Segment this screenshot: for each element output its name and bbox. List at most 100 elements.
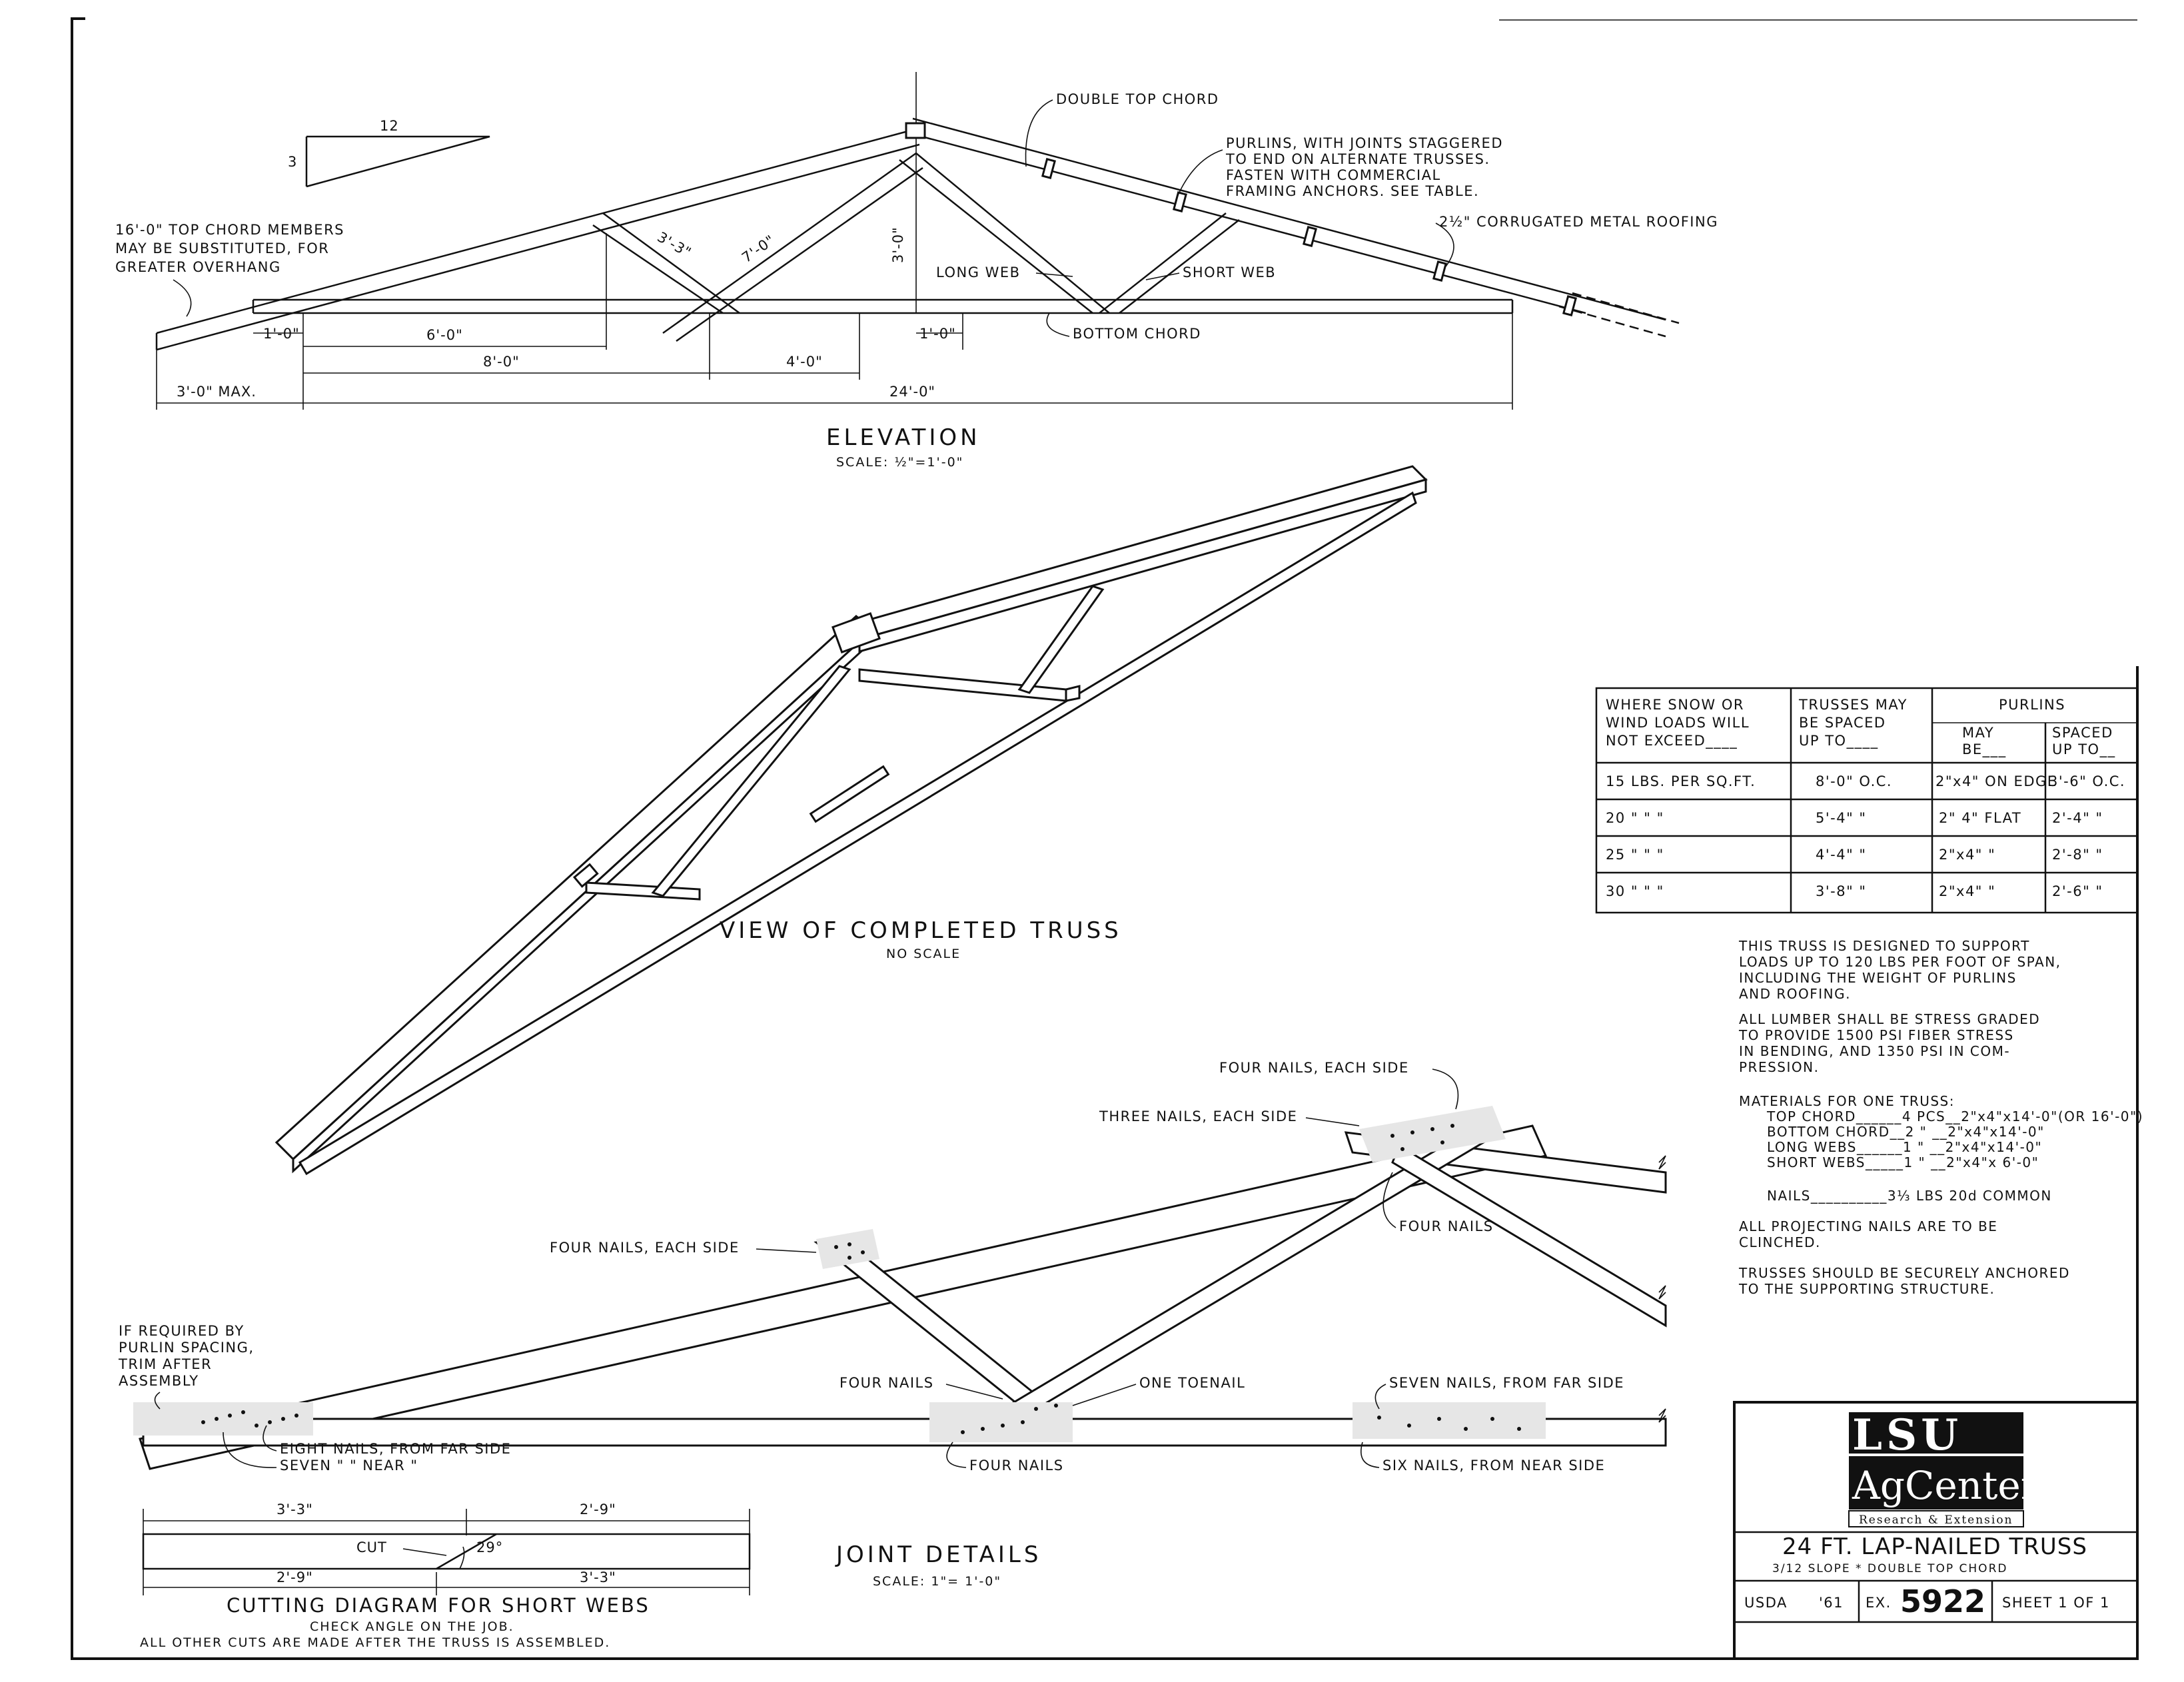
label-if-required-3: TRIM AFTER (118, 1356, 212, 1372)
long-web-left (662, 152, 923, 342)
note-design-3: INCLUDING THE WEIGHT OF PURLINS (1739, 970, 2017, 986)
label-seven-nails-far: SEVEN NAILS, FROM FAR SIDE (1389, 1375, 1624, 1391)
table-header-load-1: WHERE SNOW OR (1606, 697, 1744, 713)
label-double-top-chord: DOUBLE TOP CHORD (1056, 91, 1219, 107)
note-lumber-2: TO PROVIDE 1500 PSI FIBER STRESS (1738, 1027, 2014, 1043)
table-cell-purlin: 2"x4" ON EDGE (1935, 773, 2057, 789)
completed-truss-title: VIEW OF COMPLETED TRUSS (720, 917, 1122, 944)
nail-pattern-left (201, 1410, 298, 1428)
joint-details-scale: SCALE: 1"= 1'-0" (873, 1574, 1001, 1589)
completed-truss-scale: NO SCALE (886, 947, 961, 961)
table-cell-purlin-spacing: 2'-6" " (2052, 883, 2103, 899)
dim-6ft: 6'-0" (426, 327, 463, 343)
table-cell-load: 25 " " " (1606, 847, 1664, 863)
label-if-required-4: ASSEMBLY (119, 1373, 199, 1389)
table-header-may-2: BE___ (1962, 741, 2007, 758)
label-bottom-chord: BOTTOM CHORD (1073, 326, 1201, 342)
label-if-required-1: IF REQUIRED BY (119, 1323, 245, 1339)
cut-angle: 29° (476, 1539, 503, 1555)
table-cell-purlin-spacing: 2'-8" " (2052, 847, 2103, 863)
table-cell-load: 15 LBS. PER SQ.FT. (1606, 773, 1756, 789)
label-purlins-line1: PURLINS, WITH JOINTS STAGGERED (1226, 135, 1503, 151)
sheet-border (71, 17, 2139, 1660)
table-cell-spacing: 8'-0" O.C. (1816, 773, 1892, 789)
label-four-nails-each-side-mid: FOUR NAILS, EACH SIDE (550, 1240, 740, 1256)
dim-1ft-right: 1'-0" (919, 326, 956, 342)
table-cell-purlin: 2"x4" " (1939, 847, 1995, 863)
short-web-left (592, 212, 740, 314)
year: '61 (1819, 1595, 1844, 1611)
cut-dim-top-left: 3'-3" (276, 1501, 313, 1517)
slope-run: 12 (380, 118, 399, 134)
agency: USDA (1744, 1595, 1788, 1611)
cut-label: CUT (356, 1539, 387, 1555)
dim-span: 24'-0" (889, 384, 935, 400)
nail-pattern-web (834, 1242, 865, 1260)
label-top-chord-line1: 16'-0" TOP CHORD MEMBERS (115, 222, 344, 238)
completed-truss-view: VIEW OF COMPLETED TRUSS NO SCALE (274, 465, 1428, 1176)
short-web-right (1099, 212, 1240, 314)
table-cell-purlin: 2" 4" FLAT (1939, 810, 2021, 826)
label-if-required-2: PURLIN SPACING, (119, 1340, 255, 1356)
elevation-scale: SCALE: ½"=1'-0" (836, 455, 963, 470)
logo-lsu: LSU (1852, 1410, 1962, 1460)
table-cell-spacing: 3'-8" " (1816, 883, 1867, 899)
note-material-top-chord: TOP CHORD______4 PCS__2"x4"x14'-0"(OR 16… (1766, 1108, 2143, 1124)
table-cell-purlin-spacing: 3'-6" O.C. (2049, 773, 2125, 789)
cutting-note-other-cuts: ALL OTHER CUTS ARE MADE AFTER THE TRUSS … (140, 1635, 610, 1650)
drawing-subtitle: 3/12 SLOPE * DOUBLE TOP CHORD (1772, 1562, 2007, 1575)
label-four-nails-right: FOUR NAILS (1399, 1218, 1494, 1234)
label-one-toenail: ONE TOENAIL (1139, 1375, 1245, 1391)
note-design-2: LOADS UP TO 120 LBS PER FOOT OF SPAN, (1739, 954, 2061, 970)
joint-details-view: FOUR NAILS, EACH SIDE THREE NAILS, EACH … (118, 1060, 1667, 1589)
dim-8ft: 8'-0" (483, 354, 520, 370)
table-row: 25 " " " 4'-4" " 2"x4" " 2'-8" " (1606, 847, 2103, 863)
note-material-short-webs: SHORT WEBS_____1 " __2"x4"x 6'-0" (1767, 1154, 2039, 1170)
slope-rise: 3 (288, 154, 297, 170)
cut-dim-top-right: 2'-9" (580, 1501, 616, 1517)
note-lumber-4: PRESSION. (1739, 1059, 1819, 1075)
label-purlins-line4: FRAMING ANCHORS. SEE TABLE. (1226, 183, 1479, 199)
purlins (1041, 158, 1577, 316)
joint-details-title: JOINT DETAILS (835, 1541, 1041, 1568)
title-block: LSU AgCenter Research & Extension 24 FT.… (1733, 1401, 2139, 1660)
label-seven-nails-near: SEVEN " " NEAR " (280, 1458, 418, 1473)
table-cell-load: 20 " " " (1606, 810, 1664, 826)
elevation-title: ELEVATION (826, 424, 981, 451)
long-web-right (899, 153, 1110, 314)
dim-1ft-left: 1'-0" (263, 326, 300, 342)
label-roofing: 2½" CORRUGATED METAL ROOFING (1439, 214, 1718, 230)
table-header-purlins: PURLINS (1999, 697, 2065, 713)
note-material-bottom-chord: BOTTOM CHORD__2 " __2"x4"x14'-0" (1767, 1124, 2045, 1140)
cutting-note-check: CHECK ANGLE ON THE JOB. (310, 1619, 514, 1634)
table-header-spacing-3: UP TO____ (1799, 733, 1879, 749)
note-clinched-2: CLINCHED. (1739, 1234, 1821, 1250)
label-purlins-line2: TO END ON ALTERNATE TRUSSES. (1225, 151, 1490, 167)
note-clinched-1: ALL PROJECTING NAILS ARE TO BE (1739, 1218, 1997, 1234)
dim-4ft: 4'-0" (786, 354, 823, 370)
label-purlins-line3: FASTEN WITH COMMERCIAL (1226, 167, 1441, 183)
label-eight-nails-far: EIGHT NAILS, FROM FAR SIDE (280, 1441, 511, 1457)
lsu-agcenter-logo: LSU AgCenter Research & Extension (1848, 1410, 2039, 1527)
top-chord-right (909, 117, 1680, 338)
sheet-number: SHEET 1 OF 1 (2002, 1595, 2110, 1611)
table-row: 20 " " " 5'-4" " 2" 4" FLAT 2'-4" " (1606, 810, 2103, 826)
label-four-nails-mid: FOUR NAILS (839, 1375, 934, 1391)
nail-pattern-center (961, 1404, 1058, 1434)
cutting-diagram-title: CUTTING DIAGRAM FOR SHORT WEBS (227, 1594, 650, 1617)
top-chord-left (155, 129, 920, 351)
note-anchored-1: TRUSSES SHOULD BE SECURELY ANCHORED (1738, 1265, 2070, 1281)
table-header-may-1: MAY (1962, 725, 1994, 741)
logo-agcenter: AgCenter (1852, 1463, 2039, 1508)
dim-truss-height: 3'-0" (890, 226, 906, 263)
table-cell-spacing: 4'-4" " (1816, 847, 1867, 863)
table-cell-purlin-spacing: 2'-4" " (2052, 810, 2103, 826)
nail-pattern-top (1390, 1124, 1454, 1151)
plan-number: 5922 (1900, 1583, 1985, 1619)
table-header-spacing-2: BE SPACED (1799, 715, 1886, 731)
label-top-chord-line2: MAY BE SUBSTITUTED, FOR (115, 240, 329, 256)
drawing-title: 24 FT. LAP-NAILED TRUSS (1782, 1533, 2087, 1560)
table-header-spacing-1: TRUSSES MAY (1798, 697, 1908, 713)
cut-dim-bottom-right: 3'-3" (580, 1569, 616, 1585)
